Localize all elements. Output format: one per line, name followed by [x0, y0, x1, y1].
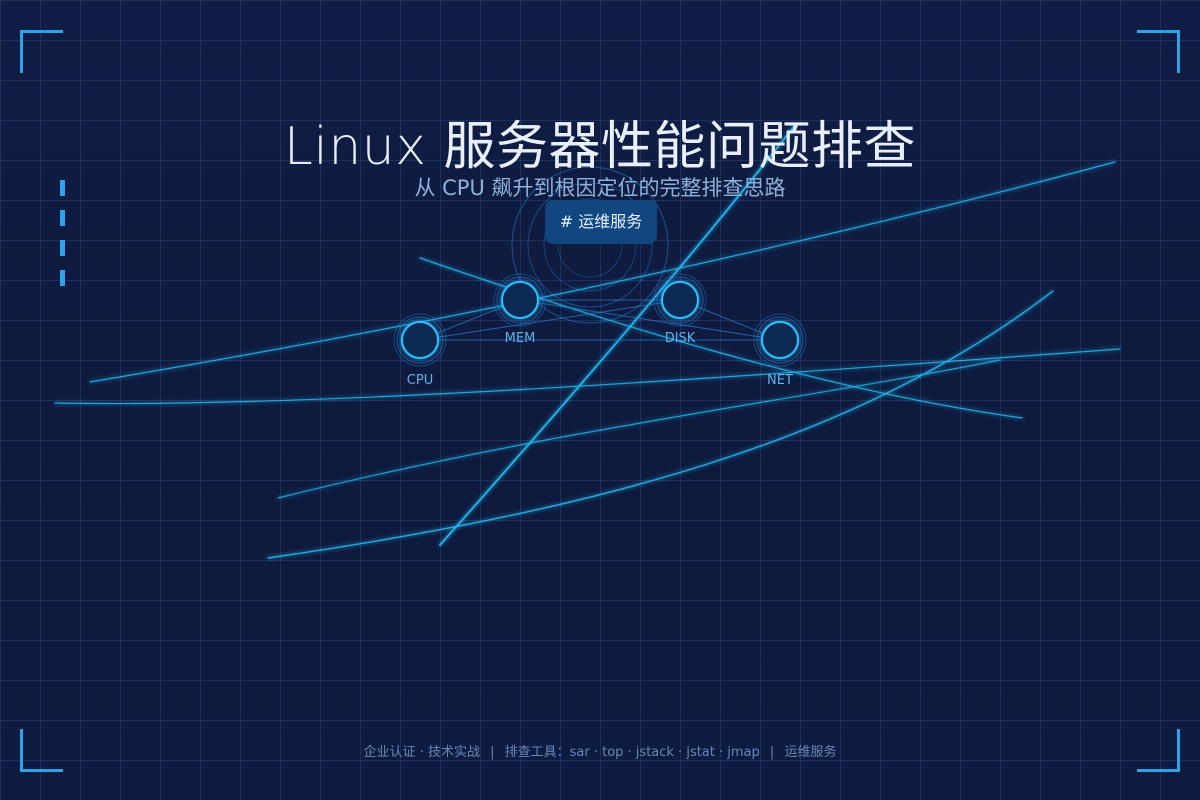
- node-label-disk: DISK: [665, 331, 696, 346]
- node-label-cpu: CPU: [407, 373, 433, 388]
- streak-4: [267, 290, 1054, 559]
- corner-bracket-bottom-right: [1137, 729, 1180, 772]
- footer-separator-1: |: [490, 745, 495, 760]
- node-label-net: NET: [767, 373, 793, 388]
- corner-bracket-top-left: [20, 30, 63, 73]
- light-streaks: [54, 124, 1121, 559]
- streak-3: [277, 359, 1001, 499]
- streak-2: [54, 348, 1121, 405]
- footer-left: 企业认证 · 技术实战: [363, 745, 480, 760]
- streak-5: [439, 124, 796, 546]
- footer: 企业认证 · 技术实战 | 排查工具：sar · top · jstack · …: [0, 741, 1200, 760]
- side-dash-1: [60, 180, 65, 196]
- category-tag: # 运维服务: [545, 200, 657, 244]
- side-dash-2: [60, 210, 65, 226]
- streak-1: [89, 161, 1116, 383]
- node-net: NET: [753, 313, 807, 388]
- edge-cpu-disk: [419, 299, 681, 341]
- corner-bracket-top-right: [1137, 30, 1180, 73]
- side-dash-3: [60, 240, 65, 256]
- footer-tools: 排查工具：sar · top · jstack · jstat · jmap: [504, 745, 760, 760]
- node-mem: MEM: [493, 273, 547, 346]
- resource-nodes: CPU MEM DISK NET: [393, 273, 807, 388]
- footer-separator-2: |: [769, 745, 775, 760]
- node-label-mem: MEM: [505, 331, 536, 346]
- footer-right: 运维服务: [784, 745, 837, 760]
- page-title: Linux 服务器性能问题排查: [283, 117, 917, 177]
- streak-6: [419, 257, 1023, 419]
- node-cpu: CPU: [393, 313, 447, 388]
- side-dash-4: [60, 270, 65, 286]
- corner-bracket-bottom-left: [20, 729, 63, 772]
- edge-mem-net: [519, 299, 781, 341]
- node-disk: DISK: [653, 273, 707, 346]
- page-subtitle: 从 CPU 飙升到根因定位的完整排查思路: [414, 176, 786, 200]
